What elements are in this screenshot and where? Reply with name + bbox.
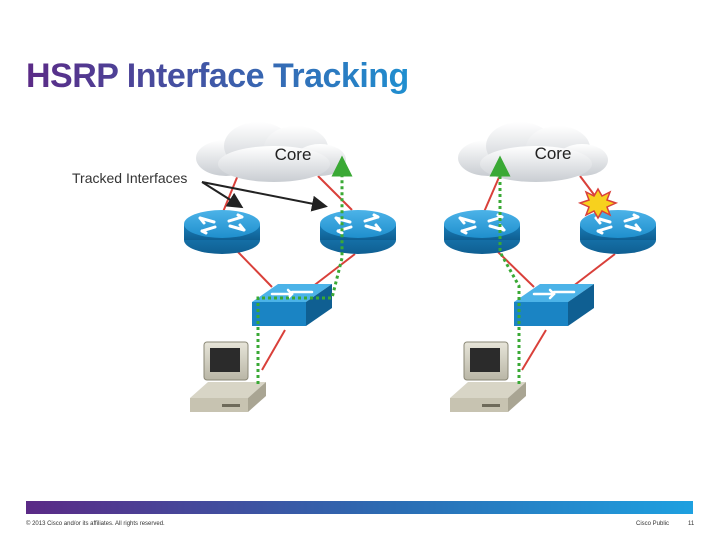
right-core-label: Core <box>535 144 572 163</box>
right-pc <box>449 341 527 413</box>
right-topology: Core <box>442 122 658 413</box>
footer-bar <box>26 501 693 514</box>
left-core-cloud <box>196 122 346 182</box>
right-router-1 <box>442 208 522 256</box>
slide-title: HSRP Interface Tracking <box>26 57 409 95</box>
right-link-router2-switch <box>571 253 616 288</box>
right-switch <box>512 282 596 328</box>
left-topology: Core Tracked Interfaces <box>72 122 398 413</box>
right-active-path <box>489 155 521 384</box>
right-link-core-router1 <box>483 174 501 213</box>
right-router-2 <box>578 208 658 256</box>
left-core-label: Core <box>275 145 312 164</box>
left-router-2 <box>318 208 398 256</box>
failure-burst-icon <box>577 187 619 220</box>
left-router-1 <box>182 208 262 256</box>
left-link-core-router1 <box>222 174 239 213</box>
left-link-router2-switch <box>311 253 356 288</box>
tracked-arrow-2 <box>201 181 328 212</box>
right-link-switch-pc <box>521 329 547 371</box>
footer-classification: Cisco Public <box>636 521 670 527</box>
footer-copyright: © 2013 Cisco and/or its affiliates. All … <box>26 521 165 527</box>
left-link-switch-pc <box>261 329 286 371</box>
tracked-arrow-1 <box>201 181 244 209</box>
left-link-router1-switch <box>237 251 273 288</box>
right-link-router1-switch <box>497 251 535 288</box>
left-link-core-router2 <box>317 175 353 211</box>
right-core-cloud <box>458 122 608 182</box>
left-pc <box>189 341 267 413</box>
tracked-interfaces-label: Tracked Interfaces <box>72 170 187 186</box>
page-number: 11 <box>688 521 695 527</box>
left-switch <box>250 282 334 328</box>
left-active-path <box>256 155 353 384</box>
